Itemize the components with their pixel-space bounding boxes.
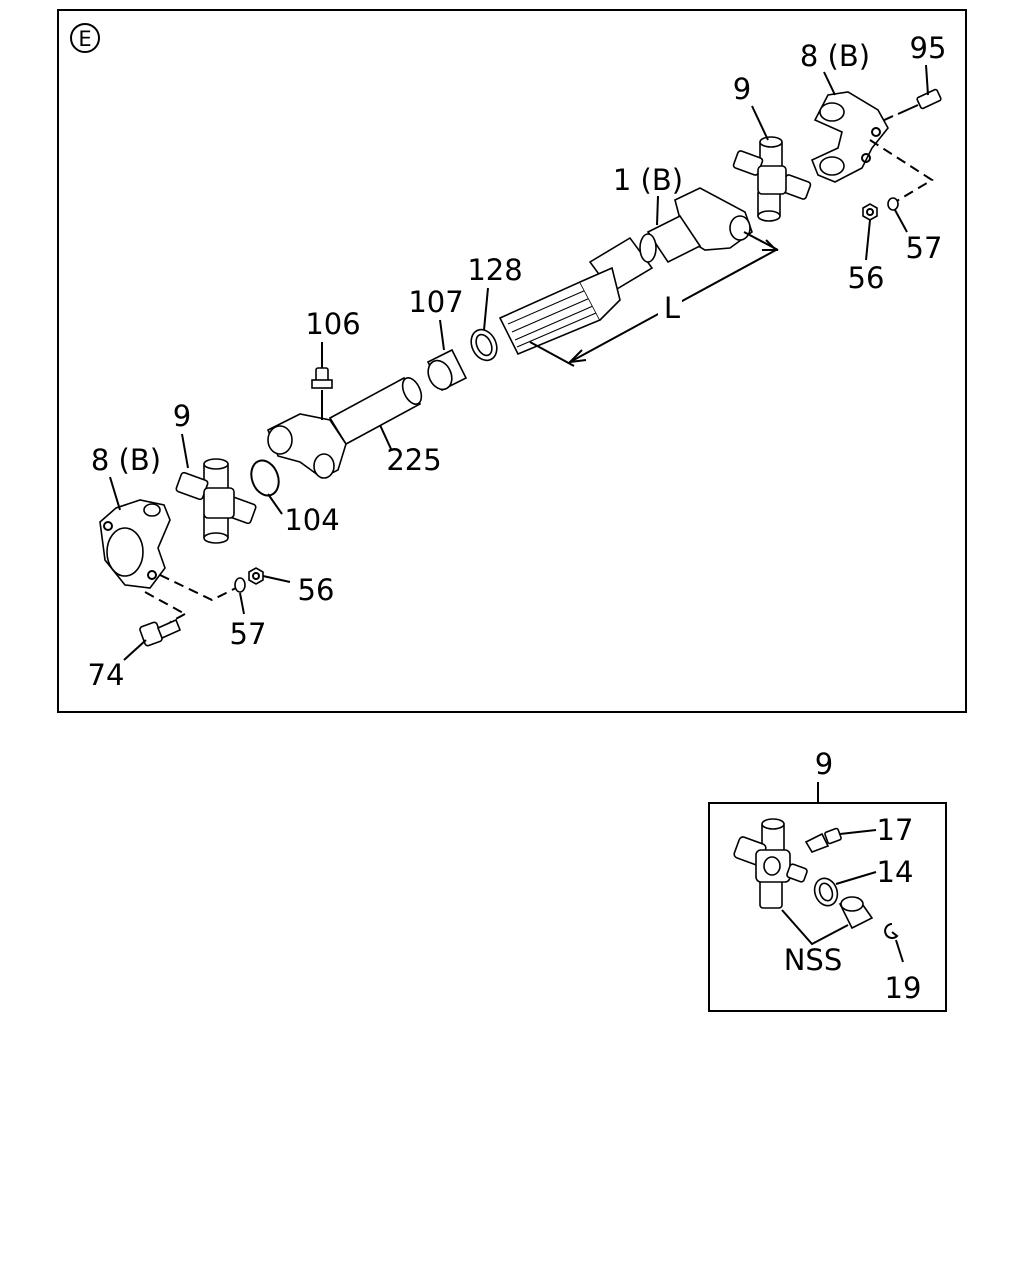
section-mark: E <box>70 23 100 53</box>
grease-fitting-106 <box>311 367 333 420</box>
callout-9-top: 9 <box>733 72 751 106</box>
inset-callout-14: 14 <box>877 855 914 889</box>
leader-left-bolt-dashed <box>144 591 186 615</box>
inset-callout-17: 17 <box>877 813 914 847</box>
callout-57-bottom: 57 <box>230 617 267 651</box>
inset-seal-14 <box>813 871 877 907</box>
callout-leaders <box>109 64 929 661</box>
svg-text:E: E <box>78 27 91 51</box>
callout-8b-left: 8 (B) <box>91 443 161 477</box>
callout-107: 107 <box>408 285 463 319</box>
tube-yoke <box>266 413 347 479</box>
leader-right-dashed <box>869 139 934 206</box>
ring-107 <box>426 348 468 392</box>
callout-57-top: 57 <box>906 231 943 265</box>
washer-57-top <box>887 197 899 211</box>
dimension-l-label: L <box>664 291 680 325</box>
inset-callout-nss: NSS <box>784 943 843 977</box>
callout-95: 95 <box>910 31 947 65</box>
callout-74: 74 <box>88 658 125 692</box>
universal-joint-left <box>175 458 257 544</box>
tube-225 <box>328 376 423 446</box>
callout-1b: 1 (B) <box>613 163 683 197</box>
seal-128 <box>470 328 498 362</box>
inset-callout-19: 19 <box>885 971 922 1005</box>
bolt-95 <box>879 88 942 123</box>
main-diagram-frame <box>57 9 967 713</box>
callout-56-bottom: 56 <box>298 573 335 607</box>
flange-yoke-left <box>99 499 171 589</box>
callout-128: 128 <box>467 253 522 287</box>
callout-8b-top: 8 (B) <box>800 39 870 73</box>
callout-106: 106 <box>305 307 360 341</box>
washer-57-bottom <box>234 577 246 593</box>
flange-yoke-right <box>810 91 889 183</box>
inset-grease-fitting-17 <box>804 827 877 853</box>
nut-56-bottom <box>248 567 264 585</box>
slip-yoke-1b <box>588 187 753 294</box>
callout-225: 225 <box>386 443 441 477</box>
callout-104: 104 <box>284 503 339 537</box>
nut-56-top <box>862 203 878 221</box>
inset-nss-leader <box>781 909 849 946</box>
dimension-l <box>529 231 779 367</box>
universal-joint-right <box>732 136 812 222</box>
leader-left-dashed <box>159 574 237 602</box>
inset-frame <box>708 802 947 1012</box>
callout-9-left: 9 <box>173 399 191 433</box>
callout-56-top: 56 <box>848 261 885 295</box>
inset-title: 9 <box>815 747 833 781</box>
seal-104 <box>250 459 280 497</box>
inset-snap-ring-19 <box>884 923 904 963</box>
inset-spider-cross <box>733 818 808 909</box>
splined-shaft <box>498 266 621 356</box>
inset-bearing-cup <box>838 896 874 930</box>
bolt-74 <box>139 618 182 647</box>
